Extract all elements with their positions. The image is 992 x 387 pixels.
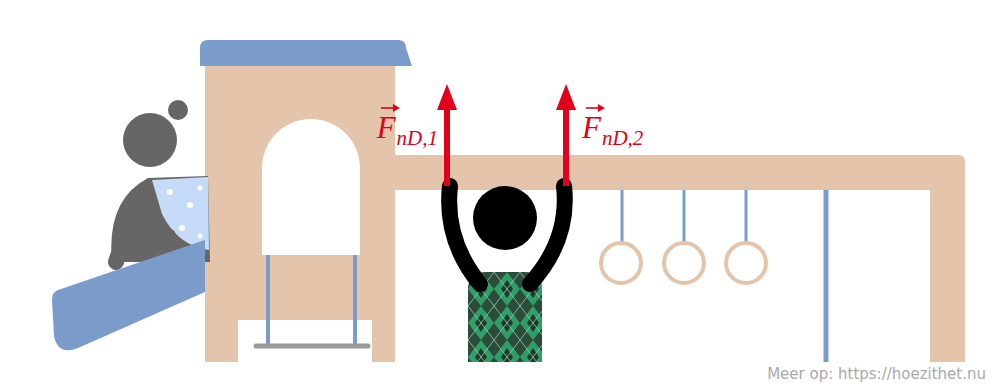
slide (52, 240, 205, 350)
vector-arrow-head (393, 104, 400, 112)
boy-head (473, 186, 537, 250)
gym-ring (726, 243, 766, 283)
hair-bun (168, 100, 188, 120)
roof (200, 40, 412, 66)
vector-arrow-head (598, 104, 605, 112)
ladder-rung (256, 344, 368, 349)
ring-rope (683, 190, 686, 242)
watermark: Meer op: https://hoezithet.nu (767, 365, 986, 383)
ladder-rail (266, 255, 270, 345)
woman-head (123, 113, 177, 167)
ring-rope (621, 190, 624, 242)
gym-ring (664, 243, 704, 283)
arrow-head (556, 84, 576, 110)
force-symbol: F (377, 112, 396, 143)
force-subscript: nD,1 (397, 128, 438, 149)
arrow-head (437, 84, 457, 110)
force-arrow (563, 108, 569, 186)
force-label: FnD,1 (377, 112, 438, 149)
bar-beam (395, 155, 965, 362)
pole (824, 190, 829, 362)
boy-arm (530, 186, 565, 284)
ring-rope (745, 190, 748, 242)
force-subscript: nD,2 (602, 128, 643, 149)
gym-ring (601, 243, 641, 283)
force-arrow (444, 108, 450, 186)
doorway (262, 119, 360, 255)
tower-opening (238, 320, 372, 362)
tower (205, 62, 395, 362)
ladder-rail (353, 255, 357, 345)
force-symbol: F (582, 112, 601, 143)
boy-arm (449, 186, 480, 284)
force-label: FnD,2 (582, 112, 643, 149)
